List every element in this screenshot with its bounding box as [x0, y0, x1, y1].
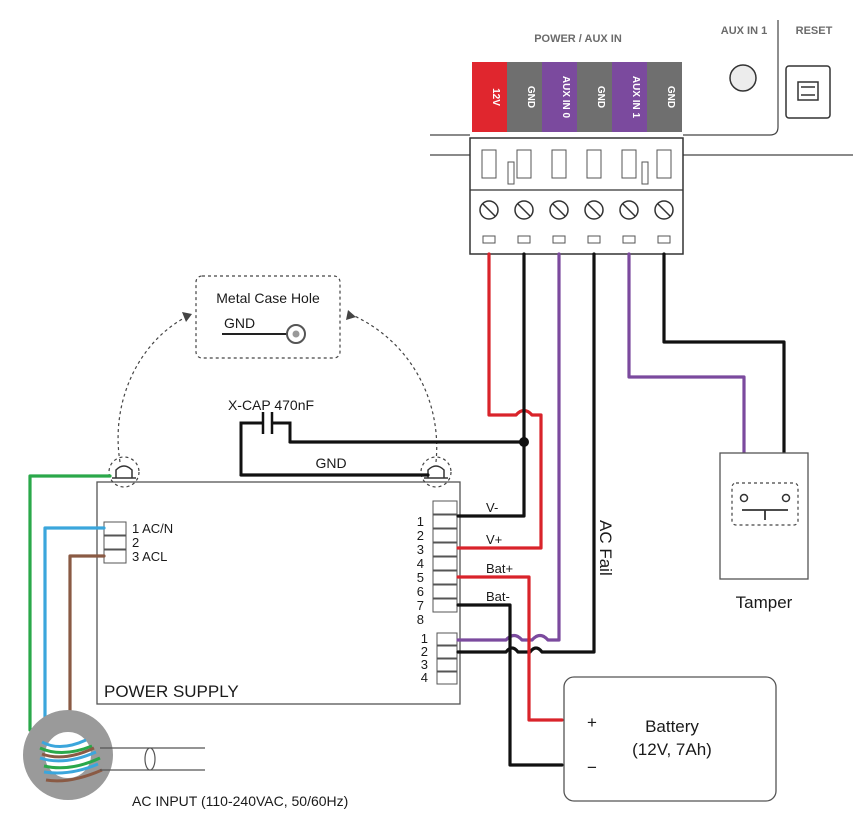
reset-button[interactable] — [785, 65, 831, 119]
ferrite-core-icon — [23, 710, 113, 800]
battery-minus-icon: − — [587, 758, 597, 777]
terminal-label-12v: 12V — [472, 62, 507, 132]
aux-in-1-header: AUX IN 1 — [721, 25, 767, 37]
power-supply: POWER SUPPLY 1 AC/N 2 3 ACL 1 2 3 4 5 6 … — [96, 481, 461, 705]
metal-case-title: Metal Case Hole — [216, 290, 320, 306]
controller-board: POWER / AUX IN AUX IN 1 RESET — [430, 20, 853, 156]
svg-text:GND: GND — [525, 86, 536, 108]
pin-label-v-minus: V- — [486, 500, 498, 515]
ac-input-label: AC INPUT (110-240VAC, 50/60Hz) — [132, 793, 348, 809]
pin-7: 7 — [417, 598, 424, 613]
ac-terminal-1: 1 AC/N — [132, 521, 173, 536]
tamper-label: Tamper — [736, 593, 793, 612]
aux-pin-1: 1 — [421, 631, 428, 646]
reset-header: RESET — [796, 25, 833, 37]
pin-2: 2 — [417, 528, 424, 543]
terminal-label-aux-in-1: AUX IN 1 — [612, 62, 647, 132]
power-supply-title: POWER SUPPLY — [104, 682, 239, 701]
aux-in-1-led — [729, 64, 757, 92]
terminal-label-gnd-2: GND — [577, 62, 612, 132]
battery-title: Battery — [645, 717, 699, 736]
terminal-block — [469, 137, 684, 255]
ground-lug-right-icon — [420, 456, 452, 488]
metal-case-hole: Metal Case Hole GND — [195, 275, 341, 359]
wires — [28, 252, 786, 767]
ac-input-cable — [100, 747, 205, 771]
terminal-label-gnd-1: GND — [507, 62, 542, 132]
ground-lug-left-icon — [108, 456, 140, 488]
pin-3: 3 — [417, 542, 424, 557]
ac-terminal-2: 2 — [132, 535, 139, 550]
pin-label-bat-minus: Bat- — [486, 589, 510, 604]
pin-8: 8 — [417, 612, 424, 627]
metal-case-gnd: GND — [224, 315, 255, 331]
battery: + − Battery (12V, 7Ah) — [563, 676, 777, 802]
case-ground-arrows — [117, 310, 438, 463]
svg-text:GND: GND — [665, 86, 676, 108]
svg-text:AUX IN 1: AUX IN 1 — [630, 76, 641, 119]
tamper-switch: Tamper — [719, 452, 809, 612]
ac-terminal-3: 3 ACL — [132, 549, 167, 564]
battery-plus-icon: + — [587, 713, 597, 732]
battery-spec: (12V, 7Ah) — [632, 740, 712, 759]
svg-text:GND: GND — [595, 86, 606, 108]
pin-5: 5 — [417, 570, 424, 585]
terminal-labels: 12V GND AUX IN 0 GND AUX IN 1 GND — [472, 62, 682, 132]
power-aux-header: POWER / AUX IN — [534, 33, 622, 45]
aux-pin-4: 4 — [421, 670, 428, 685]
pin-4: 4 — [417, 556, 424, 571]
pin-label-bat-plus: Bat+ — [486, 561, 513, 576]
pin-6: 6 — [417, 584, 424, 599]
pin-label-v-plus: V+ — [486, 532, 502, 547]
svg-text:AUX IN 0: AUX IN 0 — [560, 76, 571, 119]
svg-text:12V: 12V — [490, 88, 501, 106]
terminal-label-aux-in-0: AUX IN 0 — [542, 62, 577, 132]
terminal-label-gnd-3: GND — [647, 62, 682, 132]
xcap-capacitor-icon — [239, 412, 292, 475]
aux-pin-2: 2 — [421, 644, 428, 659]
gnd-wire-label: GND — [315, 455, 346, 471]
pin-1: 1 — [417, 514, 424, 529]
aux-pin-3: 3 — [421, 657, 428, 672]
ac-fail-label: AC Fail — [596, 520, 615, 576]
xcap-label: X-CAP 470nF — [228, 397, 314, 413]
